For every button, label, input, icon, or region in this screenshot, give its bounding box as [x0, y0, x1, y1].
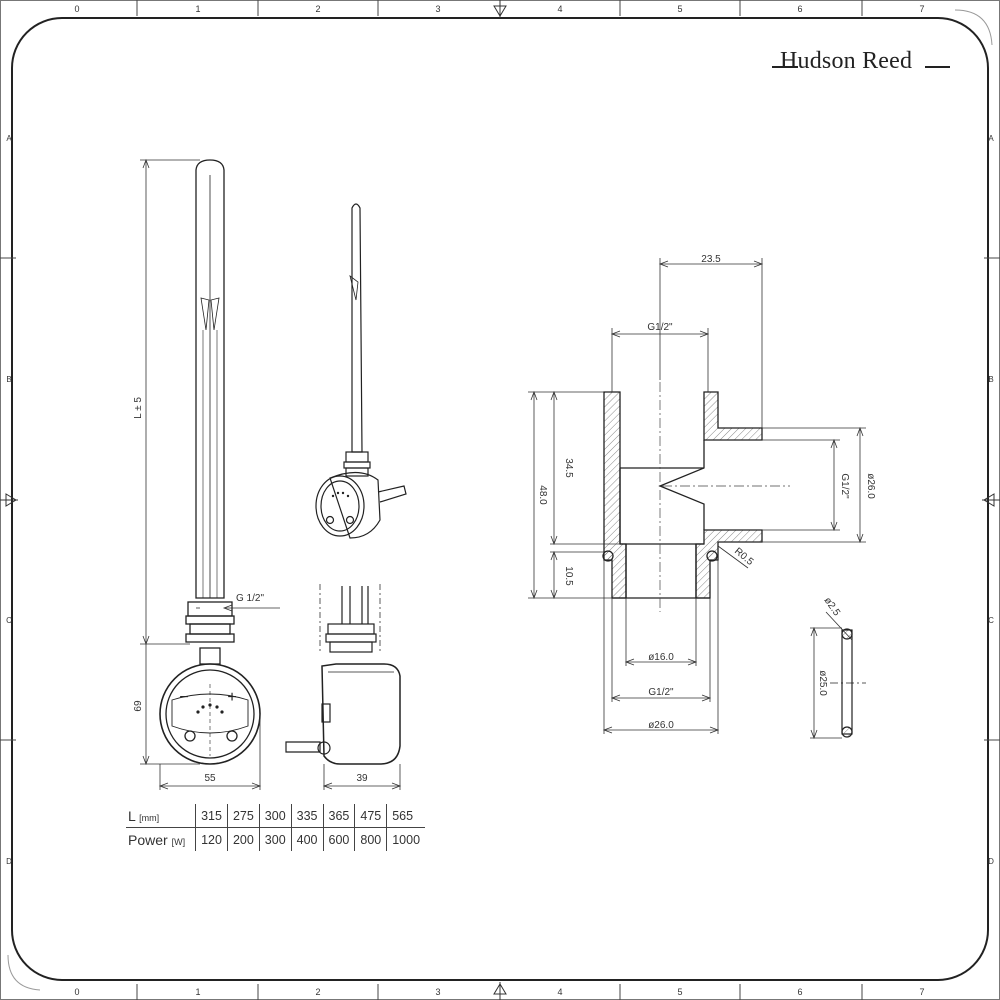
row-label: B [6, 375, 11, 384]
spec-table: L [mm] 315 275 300 335 365 475 565 Power… [126, 804, 426, 851]
power-cell: 600 [322, 827, 355, 851]
col-label: 7 [919, 4, 924, 14]
heating-element-end-view [285, 586, 401, 765]
fitting-width-label: 23.5 [701, 254, 721, 265]
o-ring-detail [830, 628, 866, 738]
power-cell: 300 [258, 827, 292, 851]
height-dimension-label: 69 [133, 700, 144, 712]
length-cell: 315 [195, 804, 228, 828]
row-label: D [988, 857, 994, 866]
col-label: 5 [677, 4, 682, 14]
brand-rule-left [772, 66, 798, 68]
width-dimension-label: 55 [204, 773, 216, 784]
table-row: L [mm] 315 275 300 335 365 475 565 [126, 804, 426, 828]
fitting-centerlines [659, 382, 790, 612]
power-cell: 800 [354, 827, 387, 851]
length-cell: 300 [258, 804, 292, 828]
col-label: 3 [435, 987, 440, 997]
o-ring-section-label: ø2.5 [822, 595, 843, 618]
length-cell: 565 [386, 804, 426, 828]
o-ring-dimensions [810, 611, 853, 740]
col-label: 4 [557, 987, 562, 997]
fitting-side-thread-label: G1/2" [839, 473, 850, 499]
power-cell: 200 [226, 827, 260, 851]
t-fitting-section [602, 391, 763, 599]
row-label: C [988, 616, 994, 625]
col-label: 3 [435, 4, 440, 14]
row-label: A [6, 134, 12, 143]
col-label: 6 [797, 987, 802, 997]
fitting-side-dia-label: ø26.0 [865, 473, 876, 499]
col-label: 2 [315, 4, 320, 14]
length-cell: 275 [226, 804, 260, 828]
length-header: L [mm] [126, 804, 196, 828]
row-label: A [988, 134, 994, 143]
col-label: 1 [195, 987, 200, 997]
fitting-top-thread-label: G1/2" [647, 322, 673, 333]
length-cell: 475 [354, 804, 387, 828]
row-label: B [988, 375, 993, 384]
fitting-height-48-label: 48.0 [537, 485, 548, 505]
heating-element-side-view [159, 159, 261, 765]
thread-label: G 1/2" [236, 593, 264, 604]
end-view-dimensions [319, 584, 402, 790]
side-view-dimensions [140, 158, 280, 790]
minus-button-glyph: − [179, 689, 188, 706]
col-label: 2 [315, 987, 320, 997]
row-label: C [6, 616, 12, 625]
plus-button-glyph: + [227, 689, 236, 706]
brand-rule-right [925, 66, 950, 68]
length-cell: 365 [322, 804, 355, 828]
power-cell: 1000 [386, 827, 426, 851]
row-label: D [6, 857, 12, 866]
o-ring-diameter-label: ø25.0 [817, 670, 828, 696]
power-cell: 400 [290, 827, 324, 851]
col-label: 0 [74, 4, 79, 14]
brand-logo: Hudson Reed [780, 48, 913, 74]
col-label: 7 [919, 987, 924, 997]
corner-arc-bl [7, 954, 41, 991]
col-label: 1 [195, 4, 200, 14]
col-label: 5 [677, 987, 682, 997]
fitting-bottom-thread-label: G1/2" [648, 687, 674, 698]
corner-arc-tr [954, 9, 993, 46]
depth-dimension-label: 39 [356, 773, 368, 784]
fitting-height-10-label: 10.5 [563, 566, 574, 586]
col-label: 0 [74, 987, 79, 997]
fitting-dimensions [528, 258, 866, 734]
fitting-bottom-dia-label: ø26.0 [648, 720, 674, 731]
length-dimension-label: L ± 5 [133, 397, 144, 419]
col-label: 4 [557, 4, 562, 14]
power-cell: 120 [195, 827, 228, 851]
fitting-bore-dia-label: ø16.0 [648, 652, 674, 663]
length-cell: 335 [290, 804, 324, 828]
power-header: Power [W] [128, 831, 186, 848]
fitting-height-34-label: 34.5 [563, 458, 574, 478]
heating-element-iso-view [315, 203, 407, 539]
table-row: Power [W] 120 200 300 400 600 800 1000 [126, 827, 426, 851]
col-label: 6 [797, 4, 802, 14]
